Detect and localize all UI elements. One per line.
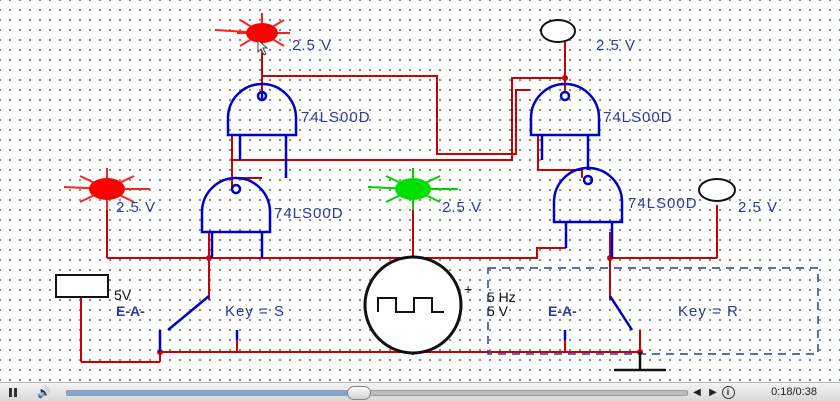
switch-s[interactable] [158, 295, 239, 352]
vcc-source[interactable] [55, 274, 109, 298]
pause-button[interactable] [4, 383, 22, 401]
seek-handle[interactable] [347, 386, 372, 400]
probe-voltage: 2.5 V [738, 199, 778, 216]
pause-icon-bar [14, 387, 17, 397]
gate-label: 74LS00D [603, 109, 673, 126]
gate-label: 74LS00D [274, 205, 344, 222]
time-readout: 0:18/0:38 [771, 386, 817, 398]
clock-source[interactable] [363, 255, 463, 355]
nand-gate-mid-left[interactable] [200, 176, 272, 258]
video-player-bar: 🔊 ◀ ▶ i 0:18/0:38 [0, 382, 840, 401]
gate-label: 74LS00D [301, 109, 371, 126]
probe-voltage: 2.5 V [596, 37, 636, 54]
probe-voltage: 2.5 V [292, 37, 332, 54]
gate-label: 74LS00D [628, 195, 698, 212]
mouse-cursor-icon [257, 38, 269, 56]
vcc-label: 5V [114, 287, 132, 303]
probe-led-off[interactable] [540, 19, 576, 43]
seek-bar[interactable] [66, 386, 688, 400]
switch-key-label: Key = R [678, 303, 739, 320]
probe-led-off[interactable] [698, 178, 736, 202]
nand-gate-top-left[interactable] [226, 82, 298, 178]
probe-led-red[interactable] [214, 13, 290, 53]
forward-icon: ▶ [709, 386, 717, 398]
probe-voltage: 2.5 V [116, 199, 156, 216]
probe-led-green[interactable] [367, 168, 458, 210]
clock-amplitude: 5 V [487, 303, 509, 319]
ground-symbol [614, 352, 666, 372]
speaker-icon: 🔊 [37, 386, 51, 399]
info-icon: i [721, 385, 735, 399]
volume-button[interactable]: 🔊 [32, 383, 56, 401]
forward-button[interactable]: ▶ [706, 383, 720, 401]
probe-led-red[interactable] [63, 168, 150, 210]
switch-r[interactable] [563, 295, 634, 340]
circuit-schematic: 74LS00D 74LS00D 74LS00D 74LS00D 2.5 V 2.… [55, 13, 819, 372]
seek-progress [67, 391, 359, 395]
nand-gate-top-right[interactable] [529, 82, 601, 170]
selection-box [487, 267, 819, 355]
switch-tag: E-A- [548, 303, 577, 319]
switch-tag: E-A- [116, 303, 145, 319]
clock-polarity: + [464, 281, 472, 297]
rewind-button[interactable]: ◀ [690, 383, 704, 401]
switch-key-label: Key = S [225, 303, 285, 320]
probe-voltage: 2.5 V [442, 199, 482, 216]
pause-icon [9, 387, 12, 397]
info-button[interactable]: i [721, 383, 735, 401]
rewind-icon: ◀ [693, 386, 701, 398]
nand-gate-mid-right[interactable] [552, 166, 624, 258]
schematic-canvas[interactable]: 74LS00D 74LS00D 74LS00D 74LS00D 2.5 V 2.… [0, 0, 840, 382]
clock-frequency: 5 Hz [487, 289, 516, 305]
